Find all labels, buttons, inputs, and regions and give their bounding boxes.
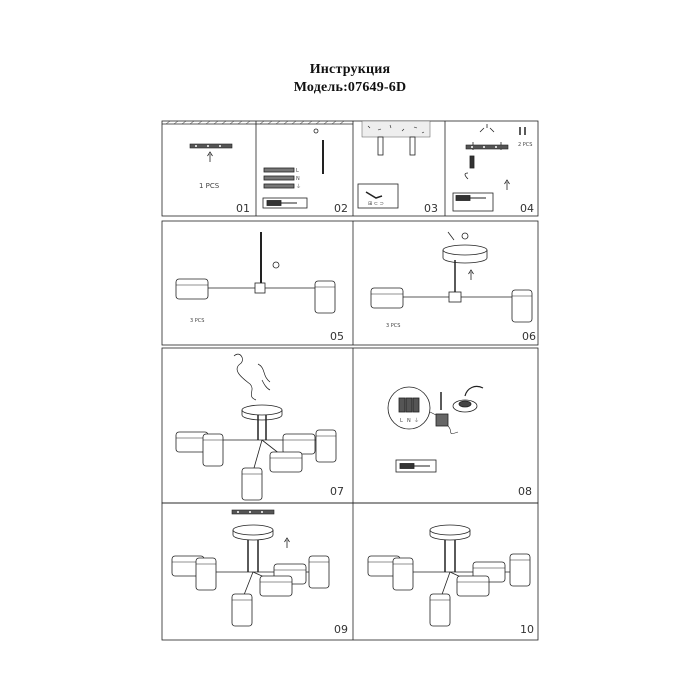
- model-label: Модель:07649-6D: [293, 80, 407, 95]
- wire-label-n: N: [407, 418, 411, 424]
- wire-label-l: L: [400, 418, 403, 424]
- screwdriver-icon: [455, 195, 487, 201]
- step-number: 05: [330, 330, 344, 343]
- ceiling-canopy: [241, 404, 283, 416]
- concrete-ceiling: [361, 120, 431, 138]
- step-04: 2 PCS 04: [452, 124, 534, 215]
- quantity-note: 3 PCS: [190, 318, 204, 324]
- lamp-shade: [202, 433, 224, 467]
- step-01: 1 PCS 01: [162, 120, 256, 215]
- lamp-shade: [314, 280, 336, 314]
- ceiling-hatch: [162, 120, 256, 125]
- lamp-shade: [315, 429, 337, 463]
- ceiling-canopy: [429, 524, 471, 536]
- step-number: 04: [520, 202, 534, 215]
- mounting-bracket: [231, 509, 275, 515]
- arrow-up-icon: [504, 179, 510, 191]
- mounting-bracket: [465, 144, 509, 150]
- tool-box: [262, 197, 308, 209]
- step-03: ⊞ ⊂ ⊃ 03: [357, 120, 438, 215]
- tool-box: [357, 183, 399, 209]
- mounting-bracket: [189, 143, 233, 149]
- quantity-note: 3 PCS: [386, 323, 400, 329]
- step-number: 06: [522, 330, 536, 343]
- lamp-shade: [308, 555, 330, 589]
- lamp-shade: [269, 451, 303, 473]
- drill-point-icon: [313, 128, 319, 134]
- quantity-note: 2 PCS: [518, 142, 532, 148]
- step-02: L N ⏚ 02: [256, 120, 353, 215]
- lamp-shade: [259, 575, 293, 597]
- step-number: 02: [334, 202, 348, 215]
- drill-icon: [365, 191, 383, 199]
- step-number: 07: [330, 485, 344, 498]
- lamp-shade: [392, 557, 414, 591]
- wall-plug-icon: [377, 136, 384, 156]
- step-09: 09: [171, 509, 348, 636]
- step-number: 08: [518, 485, 532, 498]
- step-number: 10: [520, 623, 534, 636]
- screw-label-l: L: [296, 168, 299, 174]
- ceiling-canopy: [442, 244, 488, 256]
- screw-label-n: N: [296, 176, 300, 182]
- lamp-shade: [429, 593, 451, 627]
- lamp-shade: [456, 575, 490, 597]
- lamp-shade: [509, 553, 531, 587]
- mount-hook-icon: [479, 124, 495, 133]
- arrow-up-icon: [468, 269, 474, 281]
- quantity-note: 1 PCS: [199, 182, 220, 190]
- ceiling-canopy: [232, 524, 274, 536]
- lamp-shade: [370, 287, 404, 309]
- arrow-up-icon: [207, 151, 213, 163]
- wire-bundle: [233, 353, 271, 401]
- tool-box: [452, 192, 494, 212]
- arrow-up-icon: [284, 537, 290, 549]
- instruction-title: Инструкция: [309, 62, 391, 77]
- step-05: 3 PCS 05: [175, 232, 344, 343]
- step-06: 3 PCS 06: [370, 231, 536, 343]
- screw-label-ground: ⏚: [296, 183, 301, 190]
- step-number: 01: [236, 202, 250, 215]
- step-10: 10: [367, 524, 534, 636]
- lamp-shade: [241, 467, 263, 501]
- lamp-shade: [282, 433, 316, 455]
- terminal-block-icon: [435, 413, 449, 427]
- lamp-shade: [195, 557, 217, 591]
- step-07: 07: [175, 353, 344, 501]
- step-number: 09: [334, 623, 348, 636]
- tool-box: [395, 459, 437, 473]
- lamp-shade: [231, 593, 253, 627]
- svg-text:⊞ ⊂ ⊃: ⊞ ⊂ ⊃: [368, 201, 384, 207]
- wire-label-ground: ⏚: [414, 417, 419, 424]
- screwdriver-icon: [399, 463, 431, 469]
- step-grid: [161, 120, 539, 641]
- step-08: L N ⏚ 08: [387, 385, 532, 498]
- lamp-shade: [175, 278, 209, 300]
- terminal-block-magnifier: [387, 386, 431, 430]
- step-number: 03: [424, 202, 438, 215]
- screwdriver-icon: [266, 200, 298, 206]
- lamp-shade: [511, 289, 533, 323]
